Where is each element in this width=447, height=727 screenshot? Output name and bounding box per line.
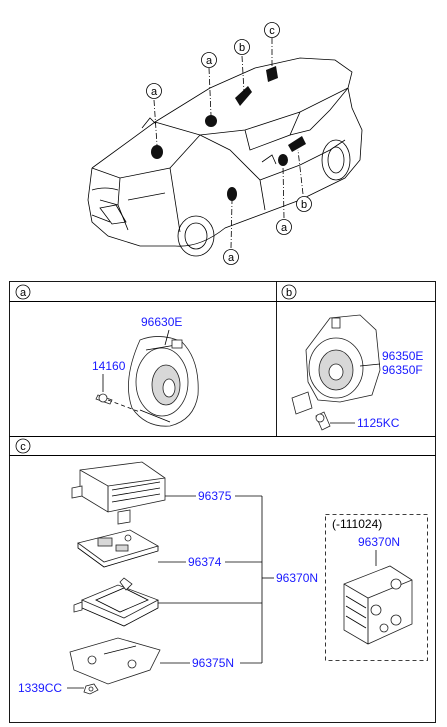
svg-text:b: b <box>286 287 292 299</box>
bolt-1125kc <box>315 411 331 431</box>
part-96350F-label: 96350F <box>382 363 423 377</box>
amp-board <box>77 529 160 568</box>
svg-text:a: a <box>20 287 27 299</box>
part-14160-label: 14160 <box>92 359 126 373</box>
svg-text:b: b <box>301 199 307 211</box>
callout-a-4: a <box>223 249 239 265</box>
svg-text:a: a <box>151 86 158 98</box>
alt-part-note: (-111024) <box>332 517 382 531</box>
speaker-screw <box>95 393 113 405</box>
detail-frame <box>9 281 436 723</box>
amp-mounting-plate <box>69 637 161 685</box>
callout-a-2: a <box>201 52 217 68</box>
svg-text:a: a <box>228 252 235 264</box>
part-1125KC-label: 1125KC <box>357 416 400 430</box>
section-a-header: a <box>15 284 31 300</box>
svg-text:a: a <box>281 222 288 234</box>
callout-a-3: a <box>276 219 292 235</box>
svg-text:c: c <box>20 441 26 453</box>
part-96370N-label: 96370N <box>276 571 318 585</box>
car-illustration <box>87 57 363 257</box>
part-96350E-label: 96350E <box>382 349 423 363</box>
amp-bracket <box>73 577 159 627</box>
svg-text:a: a <box>206 55 213 67</box>
alt-part-box: (-111024) 96370N <box>325 514 428 661</box>
section-c-header: c <box>15 438 31 454</box>
rear-speaker <box>291 314 381 415</box>
callout-b-2: b <box>296 196 312 212</box>
svg-text:c: c <box>269 25 275 37</box>
callout-leaders <box>153 38 304 249</box>
callout-c-1: c <box>264 22 280 38</box>
callout-b-1: b <box>234 39 250 55</box>
part-96374-label: 96374 <box>188 555 222 569</box>
front-door-speaker <box>128 336 199 427</box>
nut-1339cc <box>83 683 99 695</box>
part-1339CC-label: 1339CC <box>18 681 62 695</box>
section-b-header: b <box>281 284 297 300</box>
callout-a-1: a <box>146 83 162 99</box>
part-96375N-label: 96375N <box>192 656 234 670</box>
part-96630E-label: 96630E <box>141 315 182 329</box>
part-96375-label: 96375 <box>198 489 232 503</box>
alt-part-label: 96370N <box>358 535 400 549</box>
svg-text:b: b <box>239 42 245 54</box>
amp-cover <box>71 461 166 525</box>
